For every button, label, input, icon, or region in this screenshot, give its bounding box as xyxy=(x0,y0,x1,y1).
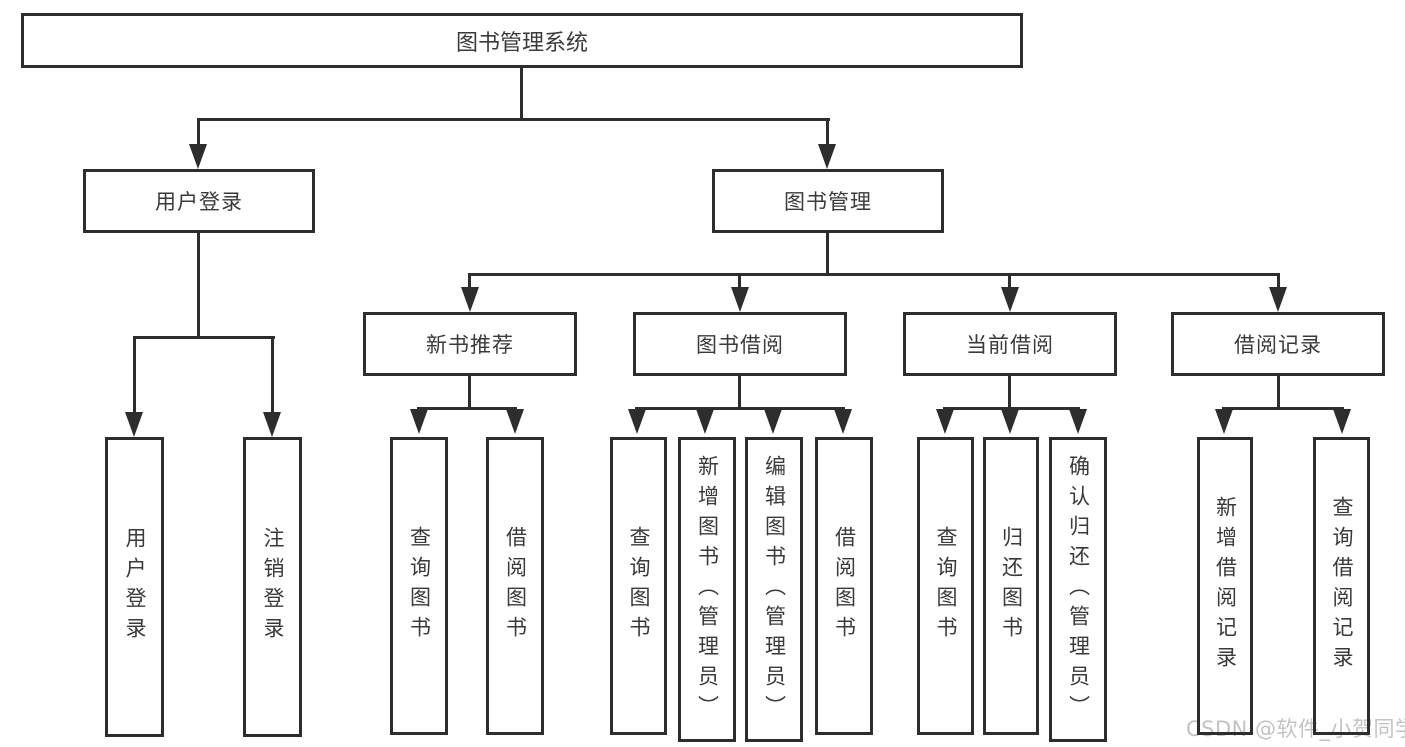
node-label: 图书管理系统 xyxy=(455,30,588,56)
leaf-label: 新增借阅记录 xyxy=(1213,496,1238,676)
leaf-logout: 注销登录 xyxy=(243,437,302,737)
leaf-label: 用户登录 xyxy=(123,527,147,647)
node-new-book-recommend: 新书推荐 xyxy=(363,312,577,376)
connector-line xyxy=(1008,273,1011,290)
connector-line xyxy=(1277,376,1280,410)
arrowhead-down-icon xyxy=(628,409,646,434)
leaf-query-books: 查询图书 xyxy=(917,437,974,735)
leaf-confirm-return-admin: 确认归还（管理员） xyxy=(1049,437,1107,742)
leaf-label: 归还图书 xyxy=(999,526,1024,646)
leaf-label: 借阅图书 xyxy=(503,526,528,646)
arrowhead-down-icon xyxy=(1069,409,1087,434)
node-label: 图书管理 xyxy=(784,190,872,214)
arrowhead-down-icon xyxy=(189,144,207,169)
node-label: 用户登录 xyxy=(155,190,243,214)
node-book-borrow: 图书借阅 xyxy=(633,312,847,376)
connector-line xyxy=(468,273,1280,276)
node-label: 新书推荐 xyxy=(426,333,514,357)
connector-line xyxy=(417,407,517,410)
connector-line xyxy=(1222,407,1344,410)
connector-line xyxy=(635,407,845,410)
leaf-user-login: 用户登录 xyxy=(105,437,164,737)
arrowhead-down-icon xyxy=(410,409,428,434)
connector-line xyxy=(197,118,200,148)
leaf-label: 查询图书 xyxy=(627,526,651,646)
arrowhead-down-icon xyxy=(1001,409,1019,434)
leaf-borrow-books: 借阅图书 xyxy=(815,437,873,735)
arrowhead-down-icon xyxy=(1269,287,1287,312)
node-label: 借阅记录 xyxy=(1234,333,1322,357)
leaf-label: 借阅图书 xyxy=(832,526,857,646)
leaf-return-books: 归还图书 xyxy=(983,437,1039,735)
leaf-label: 注销登录 xyxy=(261,527,285,647)
connector-line xyxy=(133,336,275,339)
node-user-login: 用户登录 xyxy=(83,169,315,233)
leaf-label: 新增图书（管理员） xyxy=(695,454,720,725)
leaf-borrow-books: 借阅图书 xyxy=(486,437,544,735)
leaf-add-borrow-record: 新增借阅记录 xyxy=(1197,437,1253,735)
arrowhead-down-icon xyxy=(936,409,954,434)
arrowhead-down-icon xyxy=(461,287,479,312)
connector-line xyxy=(826,118,829,148)
leaf-add-books-admin: 新增图书（管理员） xyxy=(678,437,736,742)
leaf-query-books: 查询图书 xyxy=(390,437,448,735)
connector-line xyxy=(738,376,741,410)
arrowhead-down-icon xyxy=(696,409,714,434)
arrowhead-down-icon xyxy=(1001,287,1019,312)
arrowhead-down-icon xyxy=(125,412,143,437)
csdn-watermark: CSDN @软件_小贺同学 xyxy=(1186,717,1405,741)
node-label: 图书借阅 xyxy=(696,333,784,357)
arrowhead-down-icon xyxy=(818,144,836,169)
leaf-query-books: 查询图书 xyxy=(610,437,667,735)
arrowhead-down-icon xyxy=(1215,409,1233,434)
leaf-label: 确认归还（管理员） xyxy=(1066,454,1091,725)
arrowhead-down-icon xyxy=(731,287,749,312)
arrowhead-down-icon xyxy=(834,409,852,434)
arrowhead-down-icon xyxy=(1333,409,1351,434)
connector-line xyxy=(1277,273,1280,290)
node-current-borrow: 当前借阅 xyxy=(903,312,1117,376)
node-book-management: 图书管理 xyxy=(712,169,944,233)
connector-line xyxy=(943,407,1080,410)
leaf-label: 编辑图书（管理员） xyxy=(762,454,787,725)
connector-line xyxy=(826,233,829,276)
arrowhead-down-icon xyxy=(506,409,524,434)
leaf-query-borrow-record: 查询借阅记录 xyxy=(1313,437,1370,735)
node-library-management-system: 图书管理系统 xyxy=(21,13,1023,68)
connector-line xyxy=(197,118,830,121)
connector-line xyxy=(271,336,274,415)
connector-line xyxy=(468,376,471,410)
leaf-label: 查询图书 xyxy=(407,526,432,646)
connector-line xyxy=(738,273,741,290)
arrowhead-down-icon xyxy=(263,412,281,437)
node-label: 当前借阅 xyxy=(966,333,1054,357)
leaf-label: 查询借阅记录 xyxy=(1330,496,1354,676)
connector-line xyxy=(520,68,523,120)
leaf-edit-books-admin: 编辑图书（管理员） xyxy=(745,437,803,742)
connector-line xyxy=(1008,376,1011,410)
connector-line xyxy=(133,336,136,415)
leaf-label: 查询图书 xyxy=(934,526,958,646)
arrowhead-down-icon xyxy=(764,409,782,434)
connector-line xyxy=(197,233,200,339)
node-borrow-records: 借阅记录 xyxy=(1171,312,1385,376)
connector-line xyxy=(468,273,471,290)
